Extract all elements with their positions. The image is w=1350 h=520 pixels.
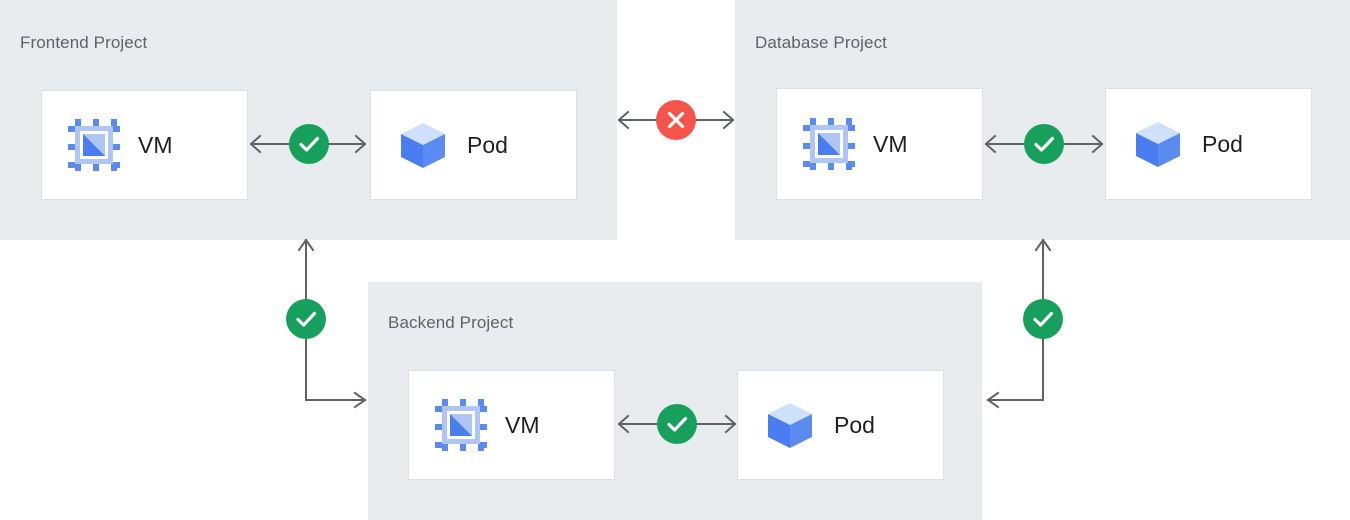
resource-label-backend-vm: VM [505,411,540,438]
cube-right-face [1158,133,1180,167]
chip-pin-left [68,126,77,132]
pod-icon-wrapper [1132,118,1184,170]
chip-pin-right [111,144,120,150]
resource-card-backend-pod[interactable]: Pod [737,370,944,480]
check-icon [667,416,688,432]
resource-card-frontend-pod[interactable]: Pod [370,90,577,200]
cube-right-face [790,414,812,448]
chip-pin-left [68,144,77,150]
chip-pin-right [478,442,487,448]
vm-icon-wrapper [435,399,487,451]
chip-pin-top [442,399,448,408]
chip-pin-right [111,162,120,168]
pod-icon-wrapper [397,119,449,171]
resource-card-backend-vm[interactable]: VM [408,370,615,480]
cube-left-face [768,414,790,448]
chip-pin-left [803,143,812,149]
chip-die [818,133,840,155]
resource-label-frontend-pod: Pod [467,131,508,158]
pod-icon-wrapper [764,399,816,451]
status-badge-database-vm-to-pod[interactable] [1024,124,1064,164]
chip-pin-top [846,118,852,127]
status-badge-frontend-vm-to-pod[interactable] [289,124,329,164]
chip-pin-right [478,424,487,430]
project-title-frontend: Frontend Project [20,33,148,52]
check-icon [299,136,320,152]
project-title-backend: Backend Project [388,313,514,332]
chip-die [83,134,105,156]
status-badge-database-to-backend[interactable] [1023,299,1063,339]
chip-pin-top [93,119,99,128]
resource-label-database-pod: Pod [1202,130,1243,157]
chip-pin-bottom [810,161,816,170]
resource-label-frontend-vm: VM [138,131,173,158]
resource-card-database-vm[interactable]: VM [776,88,983,200]
cube-icon [401,123,445,168]
cpu-chip-icon [435,399,487,451]
status-badge-frontend-to-database[interactable] [656,100,696,140]
vm-icon-wrapper [803,118,855,170]
chip-pin-left [435,442,444,448]
resource-label-database-vm: VM [873,130,908,157]
chip-pin-top [111,119,117,128]
cube-icon [768,403,812,448]
chip-pin-right [846,125,855,131]
cube-left-face [1136,133,1158,167]
check-icon [1033,311,1054,327]
resource-card-database-pod[interactable]: Pod [1105,88,1312,200]
chip-pin-bottom [828,161,834,170]
chip-pin-bottom [93,162,99,171]
chip-pin-right [478,406,487,412]
resource-card-frontend-vm[interactable]: VM [41,90,248,200]
chip-pin-top [810,118,816,127]
resource-label-backend-pod: Pod [834,411,875,438]
chip-die [450,414,472,436]
chip-pin-left [803,125,812,131]
chip-pin-left [435,424,444,430]
chip-pin-left [68,162,77,168]
cube-right-face [423,134,445,168]
chip-pin-left [803,161,812,167]
chip-pin-top [478,399,484,408]
status-badge-frontend-to-backend[interactable] [286,299,326,339]
chip-pin-bottom [75,162,81,171]
check-icon [296,311,317,327]
cube-icon [1136,122,1180,167]
cube-left-face [401,134,423,168]
chip-pin-bottom [460,442,466,451]
status-badge-backend-vm-to-pod[interactable] [657,404,697,444]
check-icon [1034,136,1055,152]
chip-pin-bottom [442,442,448,451]
cross-icon [667,111,685,129]
chip-pin-top [75,119,81,128]
cpu-chip-icon [803,118,855,170]
project-title-database: Database Project [755,33,888,52]
chip-pin-left [435,406,444,412]
chip-pin-right [111,126,120,132]
cpu-chip-icon [68,119,120,171]
chip-pin-right [846,161,855,167]
chip-pin-top [828,118,834,127]
chip-pin-right [846,143,855,149]
chip-pin-top [460,399,466,408]
vm-icon-wrapper [68,119,120,171]
